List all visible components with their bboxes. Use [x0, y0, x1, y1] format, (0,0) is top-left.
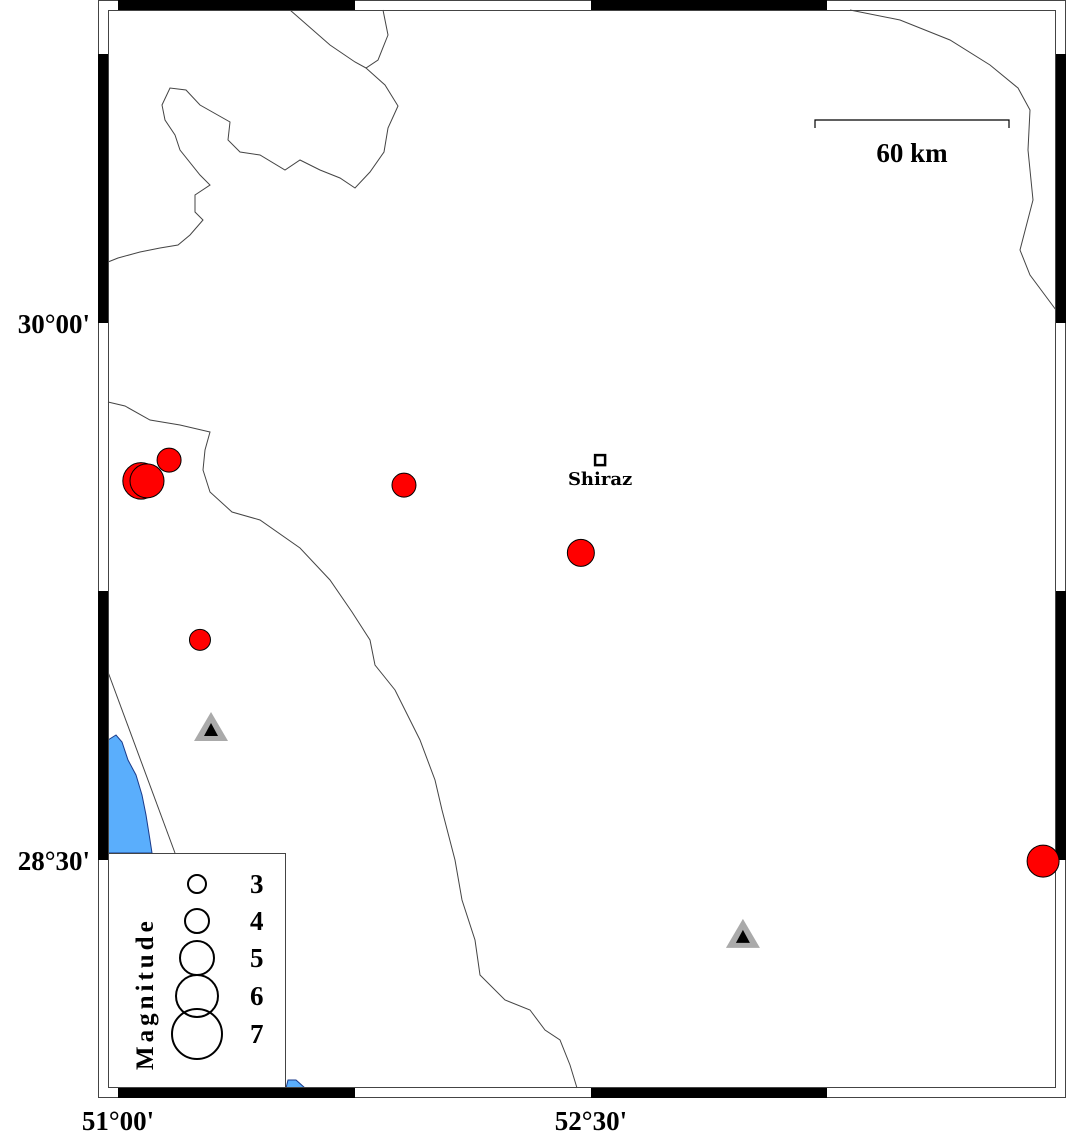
earthquake-marker[interactable] [188, 628, 211, 651]
earthquake-marker[interactable] [129, 463, 165, 499]
legend-circle [171, 1008, 223, 1060]
latitude-label: 28°30' [18, 846, 90, 876]
earthquake-marker[interactable] [566, 538, 595, 567]
scale-bar: 60 km [814, 119, 1010, 168]
latitude-label: 30°00' [18, 309, 90, 339]
legend-label: 3 [250, 869, 264, 899]
legend-title: Magnitude [132, 917, 159, 1070]
water-body [285, 1079, 307, 1089]
legend-circle [184, 908, 210, 934]
city-marker [593, 453, 607, 467]
station-triangle-icon [204, 722, 219, 736]
earthquake-marker[interactable] [156, 447, 182, 473]
earthquake-marker[interactable] [1026, 844, 1060, 878]
city-label: Shiraz [568, 469, 632, 490]
legend: Magnitude 3 4 5 6 7 [108, 853, 286, 1088]
water-body [107, 734, 153, 854]
legend-label: 7 [250, 1019, 264, 1049]
earthquake-marker[interactable] [391, 472, 417, 498]
legend-circle [187, 874, 207, 894]
legend-circle [175, 974, 219, 1018]
legend-label: 5 [250, 943, 264, 973]
legend-label: 6 [250, 981, 264, 1011]
longitude-label: 51°00' [82, 1106, 154, 1136]
legend-label: 4 [250, 906, 264, 936]
station-triangle-icon [735, 929, 750, 943]
scale-bar-label: 60 km [876, 138, 948, 168]
longitude-label: 52°30' [555, 1106, 627, 1136]
boundaries [107, 9, 1057, 1089]
